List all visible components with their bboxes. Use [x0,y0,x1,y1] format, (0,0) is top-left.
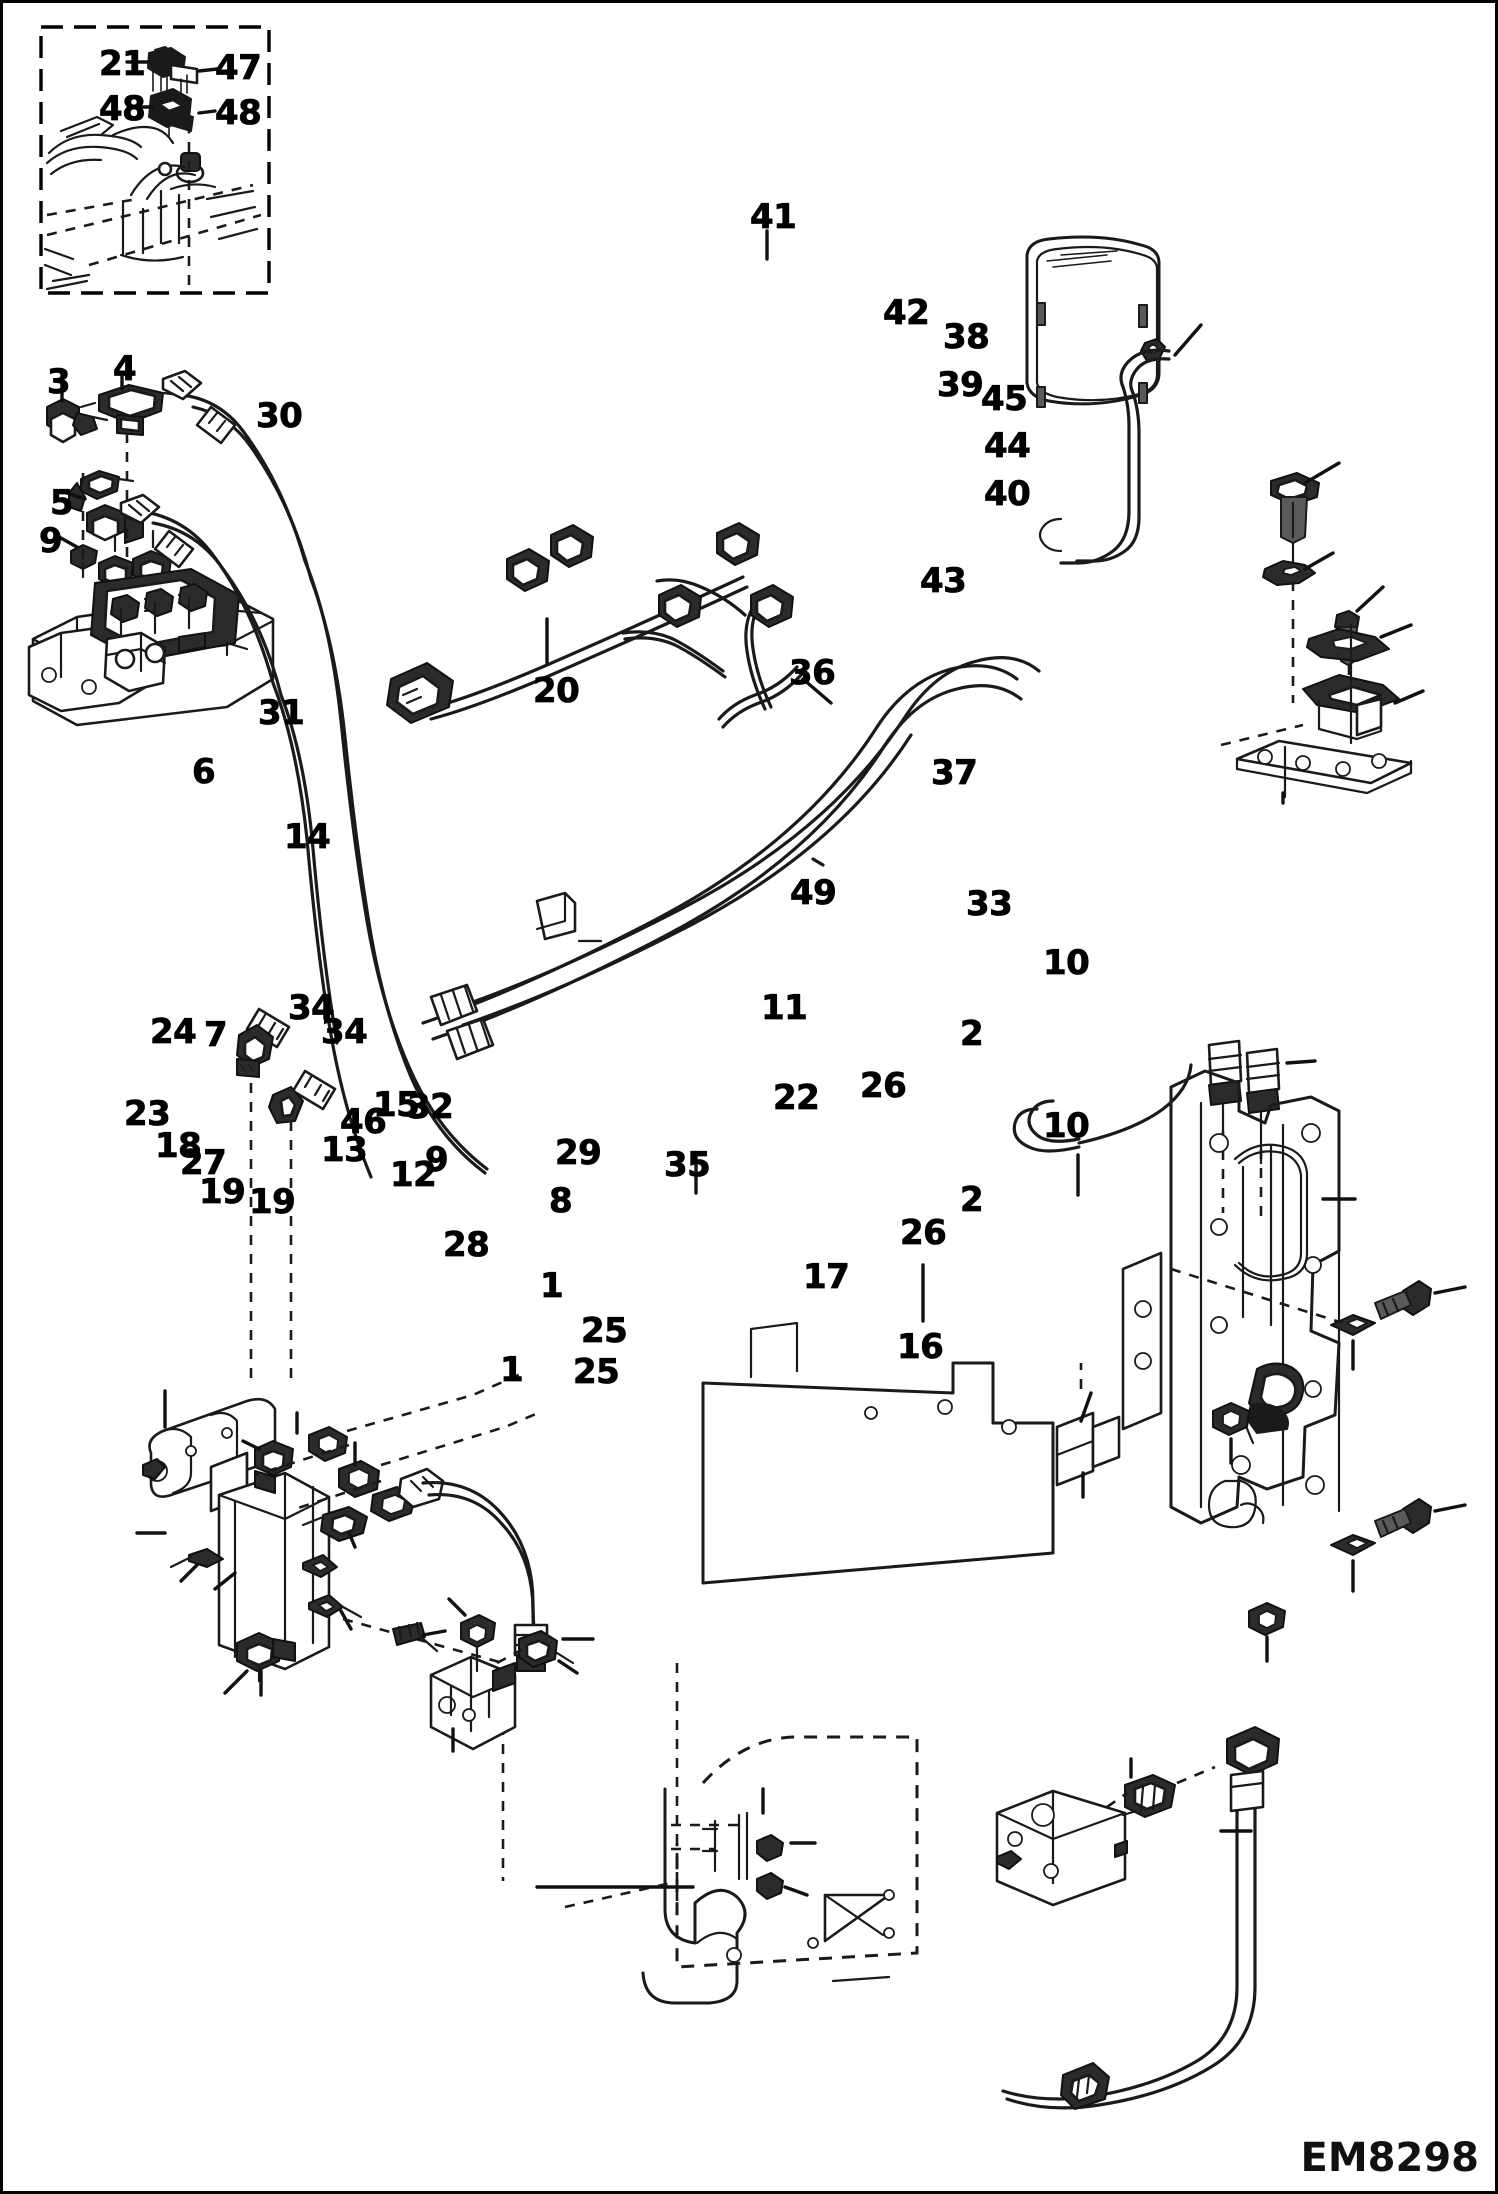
callout-24: 24 [150,1012,198,1052]
callout-20: 20 [533,671,581,711]
callout-15: 15 [373,1085,421,1125]
mirror-arm-42 [1038,348,1171,565]
callout-17: 17 [803,1257,851,1297]
washer-2-lower [1330,1534,1376,1593]
mirror-assembly-41 [1025,235,1166,408]
callout-26-lower: 26 [900,1213,948,1253]
callout-8: 8 [549,1181,573,1221]
callout-19-b: 19 [249,1182,297,1222]
inset-callout-48-left: 48 [99,89,147,129]
callout-10-lower: 10 [1043,1106,1091,1146]
bracket-11-22 [1055,1363,1121,1499]
callout-9-upper: 9 [39,521,63,561]
diagram-code-label: EM8298 [1300,2135,1479,2181]
hose-16 [1001,1726,1280,2110]
inset-callout-48-right: 48 [215,93,263,133]
hydraulic-hose-30-31 [119,369,489,1383]
inset-callout-21: 21 [99,44,147,84]
clip-49 [1012,1063,1193,1197]
callout-22: 22 [773,1078,821,1118]
callout-39: 39 [937,365,985,405]
callout-38: 38 [943,317,991,357]
inset-detail-artwork [39,25,271,295]
callout-33: 33 [966,884,1014,924]
callout-30: 30 [256,396,304,436]
nut-26-upper [1212,1402,1250,1465]
callout-25-b: 25 [573,1352,621,1392]
callout-9-lower: 9 [425,1140,449,1180]
callout-49: 49 [790,873,838,913]
callout-35: 35 [664,1145,712,1185]
callout-36: 36 [789,653,837,693]
callout-27: 27 [180,1143,228,1183]
washer-2-upper [1170,1267,1376,1371]
callout-29: 29 [555,1133,603,1173]
callout-34-a: 34 [288,988,336,1028]
callout-41: 41 [750,197,798,237]
callout-23: 23 [124,1094,172,1134]
callout-26-upper: 26 [860,1066,908,1106]
callout-2-lower: 2 [960,1180,984,1220]
callout-34-b: 34 [321,1012,369,1052]
inset-callout-47: 47 [215,48,263,88]
callout-40: 40 [984,474,1032,514]
callout-12: 12 [390,1155,438,1195]
valve-28 [392,1597,579,1753]
callout-1-a: 1 [540,1266,564,1306]
nut-26-lower [1248,1602,1286,1663]
mounting-plate-35 [694,1151,1055,1585]
callout-42: 42 [883,293,931,333]
callout-3: 3 [47,362,71,402]
callout-43: 43 [920,561,968,601]
callout-13: 13 [321,1130,369,1170]
reservoir-body-27 [135,1439,505,1881]
callout-16: 16 [897,1327,945,1367]
junction-box-17 [995,1757,1216,1907]
callout-46: 46 [340,1102,388,1142]
callout-1-b: 1 [500,1350,524,1390]
mount-hardware-stack [1220,461,1425,805]
bolt-10-lower [1374,1498,1467,1538]
callout-45: 45 [981,379,1029,419]
connector-37 [1207,1039,1317,1223]
callout-11: 11 [761,988,809,1028]
callout-19-a: 19 [199,1172,247,1212]
callout-25-a: 25 [581,1311,629,1351]
callout-28: 28 [443,1225,491,1265]
callout-37: 37 [931,753,979,793]
bolt-10-upper [1374,1280,1467,1320]
mount-bracket-33 [1121,1069,1357,1529]
callout-6: 6 [192,752,216,792]
callout-14: 14 [284,817,332,857]
callout-44: 44 [984,426,1032,466]
callout-5: 5 [50,483,74,523]
diagram-artwork: .ln{fill:none;stroke:#1a1a1a;stroke-widt… [27,25,1467,2110]
callout-7: 7 [204,1015,228,1055]
callout-4: 4 [113,349,137,389]
callout-18: 18 [155,1126,203,1166]
hydraulic-hose-36 [421,656,1041,1061]
panel-1-25 [535,1735,919,2005]
callout-10-upper: 10 [1043,943,1091,983]
callout-32: 32 [407,1087,455,1127]
harness-assembly-20 [386,522,825,867]
callout-31: 31 [258,693,306,733]
callout-2-upper: 2 [960,1014,984,1054]
control-valve-block-assembly [27,373,275,727]
